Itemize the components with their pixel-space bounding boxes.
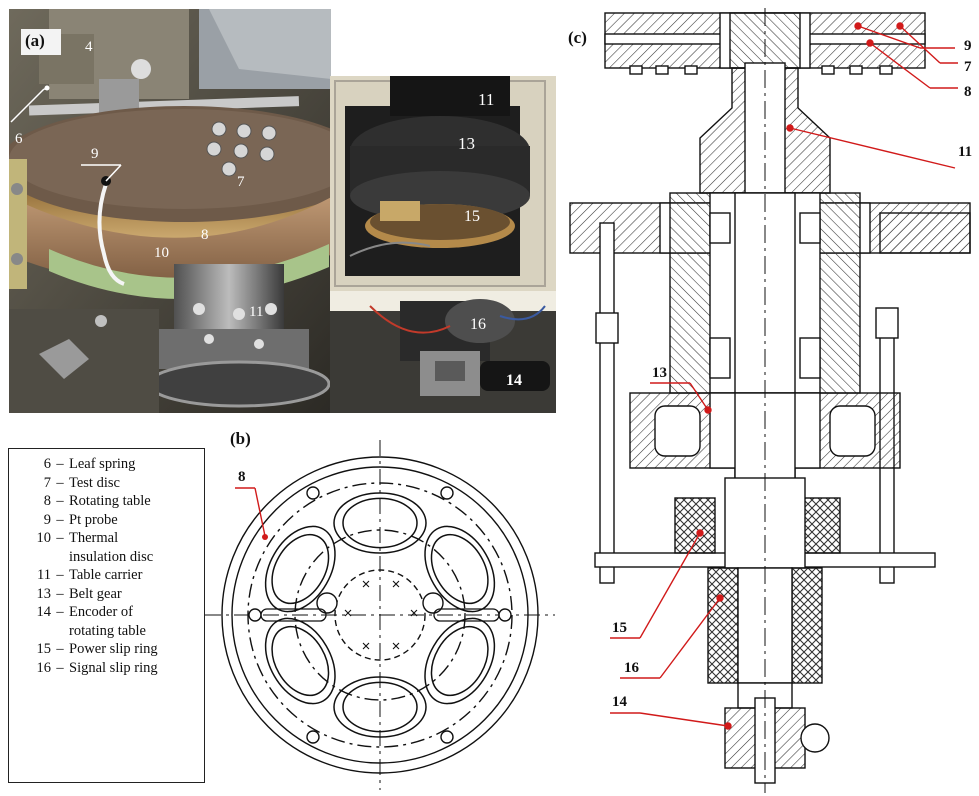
- photo-a2-label: 14: [506, 372, 522, 389]
- channel-loop: [430, 533, 489, 605]
- legend-item: 15–Power slip ring: [36, 641, 158, 658]
- legend-item: 10–Thermal insulation disc: [36, 530, 154, 565]
- legend-item: 8–Rotating table: [43, 493, 151, 510]
- photo-test-rig-drawing: [9, 9, 331, 413]
- diagram-c-label: 11: [958, 144, 973, 160]
- legend-item: 11–Table carrier: [37, 567, 143, 584]
- photo-a-label: 4: [85, 39, 93, 55]
- channel-loop: [430, 625, 489, 697]
- diagram-c-label: 7: [964, 59, 972, 75]
- photo-a-label: 10: [154, 245, 169, 261]
- panel-label-b: (b): [230, 429, 251, 448]
- channel-loop: [271, 533, 330, 605]
- diagram-c-label: 15: [612, 620, 627, 636]
- diagram-b-label: 8: [238, 469, 246, 485]
- photo-a2-label: 11: [478, 90, 495, 109]
- channel-loop: [342, 497, 418, 549]
- legend-item: 16–Signal slip ring: [36, 660, 158, 677]
- panel-label-c: (c): [568, 28, 587, 47]
- panel-label-a: (a): [25, 31, 45, 50]
- photo-drive-assembly: 11 13 15 16 14: [330, 76, 556, 413]
- rotating-table-top-view: [205, 440, 555, 790]
- legend-item: 6–Leaf spring: [43, 456, 136, 472]
- legend-item: 14–Encoder of rotating table: [36, 604, 146, 639]
- legend-item: 7–Test disc: [43, 474, 120, 491]
- channel-loop: [333, 676, 427, 738]
- channel-loop: [333, 492, 427, 554]
- photo-test-rig: (a) 4 6 9 7 8 10 11: [9, 9, 331, 413]
- legend-item: 9–Pt probe: [43, 511, 118, 528]
- photo-drive-assembly-drawing: [330, 76, 556, 413]
- diagram-c-label: 8: [964, 84, 972, 100]
- diagram-c-label: 9: [964, 38, 972, 54]
- legend-box: 6–Leaf spring 7–Test disc 8–Rotating tab…: [8, 448, 205, 783]
- diagram-c-label: 13: [652, 365, 667, 381]
- photo-a2-label: 15: [464, 208, 480, 225]
- photo-a-label: 9: [91, 146, 99, 162]
- diagram-c-label: 14: [612, 694, 627, 710]
- photo-a-label: 8: [201, 227, 209, 243]
- photo-a2-label: 13: [458, 134, 475, 153]
- legend-item: 13–Belt gear: [36, 585, 122, 602]
- photo-a-label: 7: [237, 174, 245, 190]
- photo-a2-label: 16: [470, 316, 486, 333]
- cross-section-drawing: [569, 8, 971, 793]
- channel-loop: [271, 625, 330, 697]
- diagram-c-label: 16: [624, 660, 639, 676]
- photo-a-label: 6: [15, 131, 23, 147]
- photo-a-label: 11: [249, 304, 264, 320]
- channel-loop: [342, 681, 418, 733]
